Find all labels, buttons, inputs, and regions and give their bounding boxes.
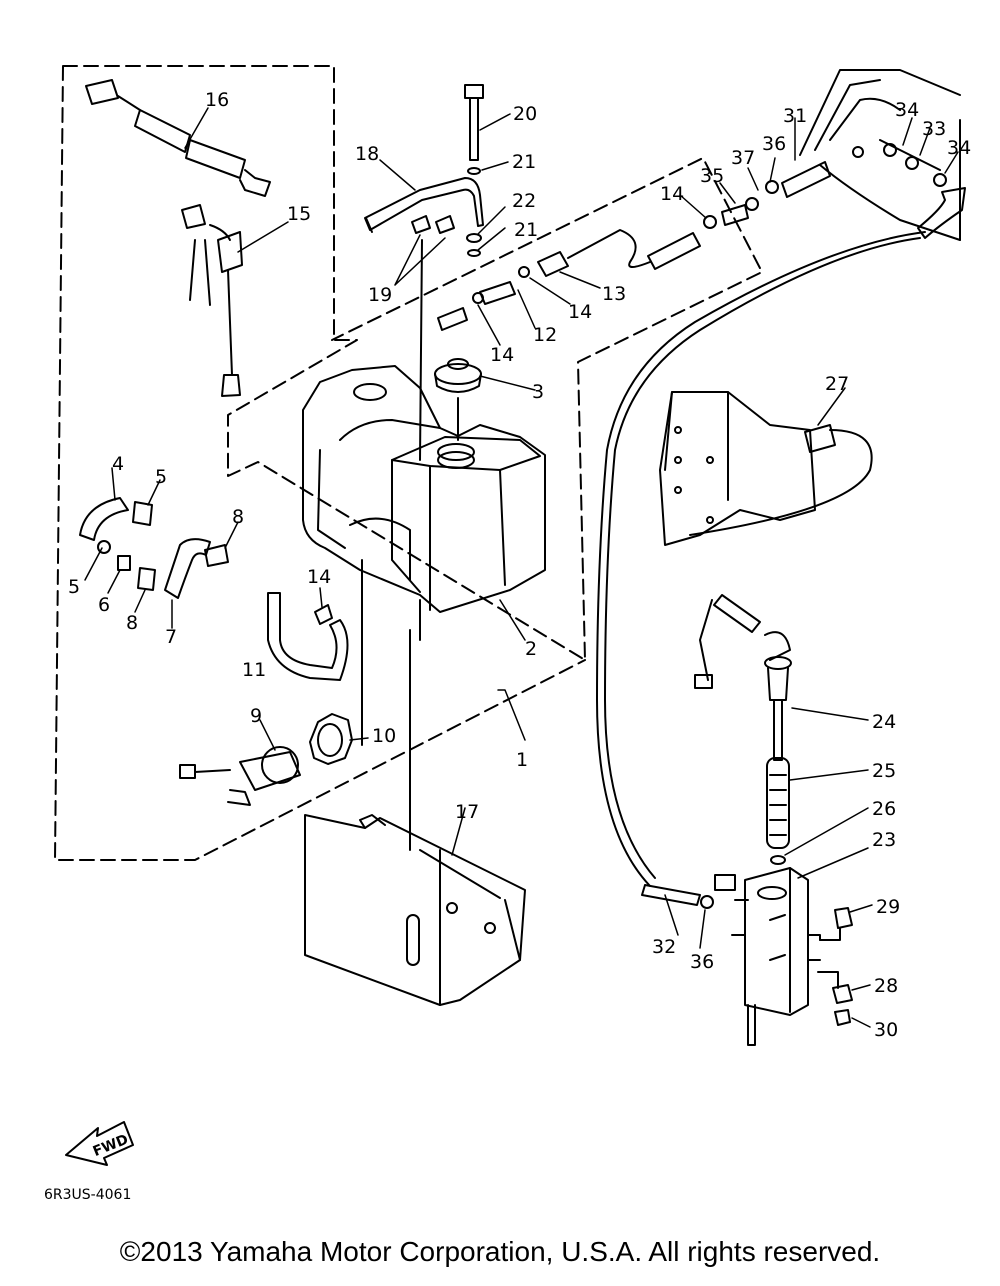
part-label-9: 9	[250, 705, 262, 727]
level-sender	[694, 594, 792, 865]
part-label-20: 20	[513, 103, 537, 125]
part-label-4: 4	[112, 453, 124, 475]
part-label-34b: 34	[947, 137, 971, 159]
part-label-14a: 14	[568, 301, 592, 323]
part-label-16: 16	[205, 89, 229, 111]
part-label-14c: 14	[307, 566, 331, 588]
part-label-11: 11	[242, 659, 266, 681]
part-label-35: 35	[700, 165, 724, 187]
part-label-28: 28	[874, 975, 898, 997]
part-label-8a: 8	[232, 506, 244, 528]
part-label-30: 30	[874, 1019, 898, 1041]
part-label-5b: 5	[68, 576, 80, 598]
bolt-assembly	[464, 84, 484, 257]
part-label-34a: 34	[895, 99, 919, 121]
part-label-10: 10	[372, 725, 396, 747]
part-label-36b: 36	[690, 951, 714, 973]
lower-hose	[641, 874, 749, 909]
part-label-32: 32	[652, 936, 676, 958]
part-label-6: 6	[98, 594, 110, 616]
fwd-arrow-icon	[65, 1121, 134, 1166]
part-label-21b: 21	[514, 219, 538, 241]
part-label-22: 22	[512, 190, 536, 212]
part-label-31: 31	[783, 105, 807, 127]
part-label-36a: 36	[762, 133, 786, 155]
left-hoses	[79, 497, 229, 599]
engine-cowling	[799, 69, 966, 241]
strainer	[309, 713, 353, 765]
part-label-17: 17	[455, 801, 479, 823]
part-label-2: 2	[525, 638, 537, 660]
part-label-14b: 14	[490, 344, 514, 366]
part-label-15: 15	[287, 203, 311, 225]
part-label-37: 37	[731, 147, 755, 169]
part-label-25: 25	[872, 760, 896, 782]
part-label-21a: 21	[512, 151, 536, 173]
dashed-boundary-left	[54, 65, 763, 861]
part-label-29: 29	[876, 896, 900, 918]
part-label-3: 3	[532, 381, 544, 403]
sub-tank-fittings	[817, 907, 853, 1026]
part-label-19: 19	[368, 284, 392, 306]
diagram-code: 6R3US-4061	[44, 1187, 131, 1203]
tank-band	[364, 177, 484, 461]
oil-tank	[302, 365, 546, 613]
pump-assembly	[179, 592, 349, 806]
long-hose	[604, 237, 921, 879]
part-label-33: 33	[922, 118, 946, 140]
part-label-5a: 5	[155, 466, 167, 488]
copyright-notice: ©2013 Yamaha Motor Corporation, U.S.A. A…	[119, 1236, 881, 1267]
tank-bracket	[304, 814, 526, 1006]
wire-harness	[85, 79, 271, 397]
part-label-7: 7	[165, 626, 177, 648]
upper-hose-assembly	[437, 161, 831, 331]
part-label-18: 18	[355, 143, 379, 165]
part-label-23: 23	[872, 829, 896, 851]
part-label-12: 12	[533, 324, 557, 346]
leader-lines	[84, 107, 959, 1028]
filler-cap	[434, 358, 482, 441]
mounting-block	[659, 391, 873, 546]
part-label-14d: 14	[660, 183, 684, 205]
sub-tank	[731, 867, 821, 1046]
part-label-13: 13	[602, 283, 626, 305]
part-labels: 1 2 3 4 5 5 6 7 8 8 9 10 11 12 13 14 14 …	[68, 89, 971, 1041]
part-label-24: 24	[872, 711, 896, 733]
part-label-8b: 8	[126, 612, 138, 634]
part-label-1: 1	[516, 749, 528, 771]
part-label-26: 26	[872, 798, 896, 820]
part-label-27: 27	[825, 373, 849, 395]
